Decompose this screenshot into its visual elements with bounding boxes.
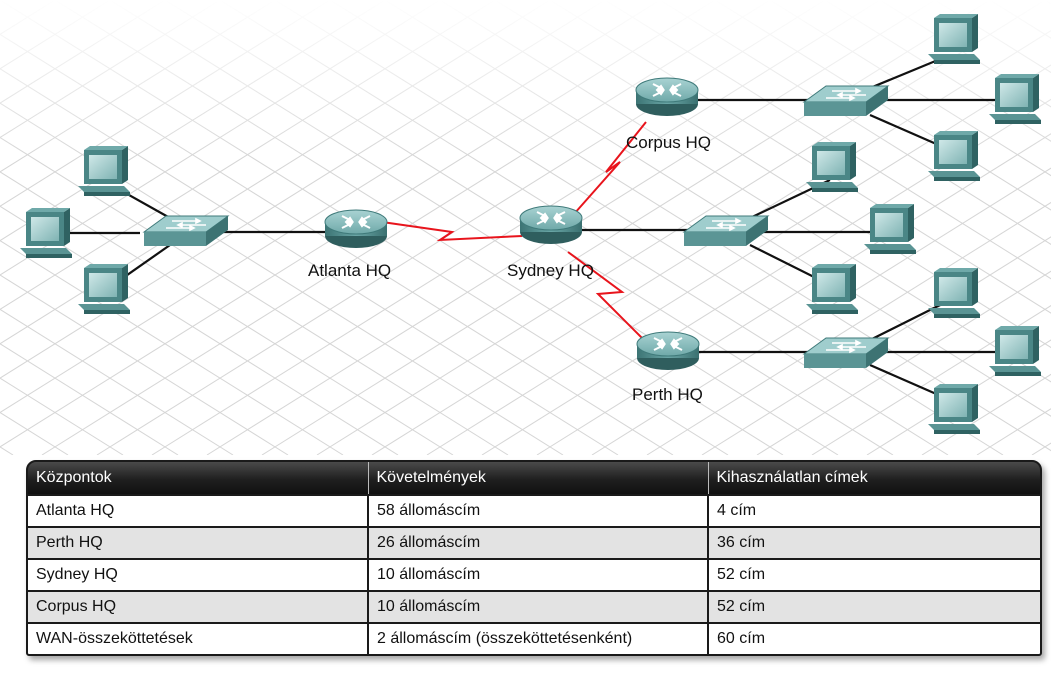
pc-atlanta-3 xyxy=(78,264,130,314)
cell-site: Atlanta HQ xyxy=(28,494,369,527)
cell-site: WAN-összeköttetések xyxy=(28,622,369,654)
cell-requirement: 10 állomáscím xyxy=(368,558,709,591)
cell-unused: 52 cím xyxy=(708,590,1040,623)
pc-atlanta-1 xyxy=(78,146,130,196)
pc-sydney-1 xyxy=(806,142,858,192)
lan-links xyxy=(60,53,1000,402)
pc-corpus-2 xyxy=(989,74,1041,124)
pc-perth-1 xyxy=(928,268,980,318)
pc-perth-3 xyxy=(928,384,980,434)
cell-site: Perth HQ xyxy=(28,526,369,559)
cell-unused: 60 cím xyxy=(708,622,1040,654)
cell-unused: 4 cím xyxy=(708,494,1040,527)
network-topology-diagram: Atlanta HQ Sydney HQ Corpus HQ Perth HQ xyxy=(0,0,1051,455)
router-perth xyxy=(636,331,700,371)
cell-unused: 36 cím xyxy=(708,526,1040,559)
table-row: Corpus HQ 10 állomáscím 52 cím xyxy=(28,590,1040,623)
cell-requirement: 58 állomáscím xyxy=(368,494,709,527)
pc-corpus-1 xyxy=(928,14,980,64)
wan-link-sydney-corpus xyxy=(573,121,647,215)
label-perth: Perth HQ xyxy=(632,385,703,404)
header-sites: Központok xyxy=(28,462,369,495)
cell-site: Sydney HQ xyxy=(28,558,369,591)
table-row: Atlanta HQ 58 állomáscím 4 cím xyxy=(28,494,1040,527)
cell-requirement: 10 állomáscím xyxy=(368,590,709,623)
cell-site: Corpus HQ xyxy=(28,590,369,623)
table-row: WAN-összeköttetések 2 állomáscím (összek… xyxy=(28,622,1040,654)
label-sydney: Sydney HQ xyxy=(507,261,594,280)
label-atlanta: Atlanta HQ xyxy=(308,261,391,280)
wan-links xyxy=(381,121,647,339)
address-allocation-table: Központok Követelmények Kihasználatlan c… xyxy=(26,460,1042,656)
router-atlanta xyxy=(324,209,388,249)
table-row: Perth HQ 26 állomáscím 36 cím xyxy=(28,526,1040,559)
router-sydney xyxy=(519,205,583,245)
table-header-row: Központok Követelmények Kihasználatlan c… xyxy=(28,462,1040,495)
table-row: Sydney HQ 10 állomáscím 52 cím xyxy=(28,558,1040,591)
header-requirements: Követelmények xyxy=(368,462,709,495)
pc-corpus-3 xyxy=(928,131,980,181)
cell-requirement: 2 állomáscím (összeköttetésenként) xyxy=(368,622,709,654)
wan-link-atlanta-sydney xyxy=(381,221,523,242)
pc-sydney-3 xyxy=(806,264,858,314)
cell-unused: 52 cím xyxy=(708,558,1040,591)
wan-link-sydney-perth xyxy=(567,251,643,339)
router-corpus xyxy=(635,77,699,117)
header-unused-addresses: Kihasználatlan címek xyxy=(708,462,1040,495)
cell-requirement: 26 állomáscím xyxy=(368,526,709,559)
pc-sydney-2 xyxy=(864,204,916,254)
pc-atlanta-2 xyxy=(20,208,72,258)
label-corpus: Corpus HQ xyxy=(626,133,711,152)
pc-perth-2 xyxy=(989,326,1041,376)
